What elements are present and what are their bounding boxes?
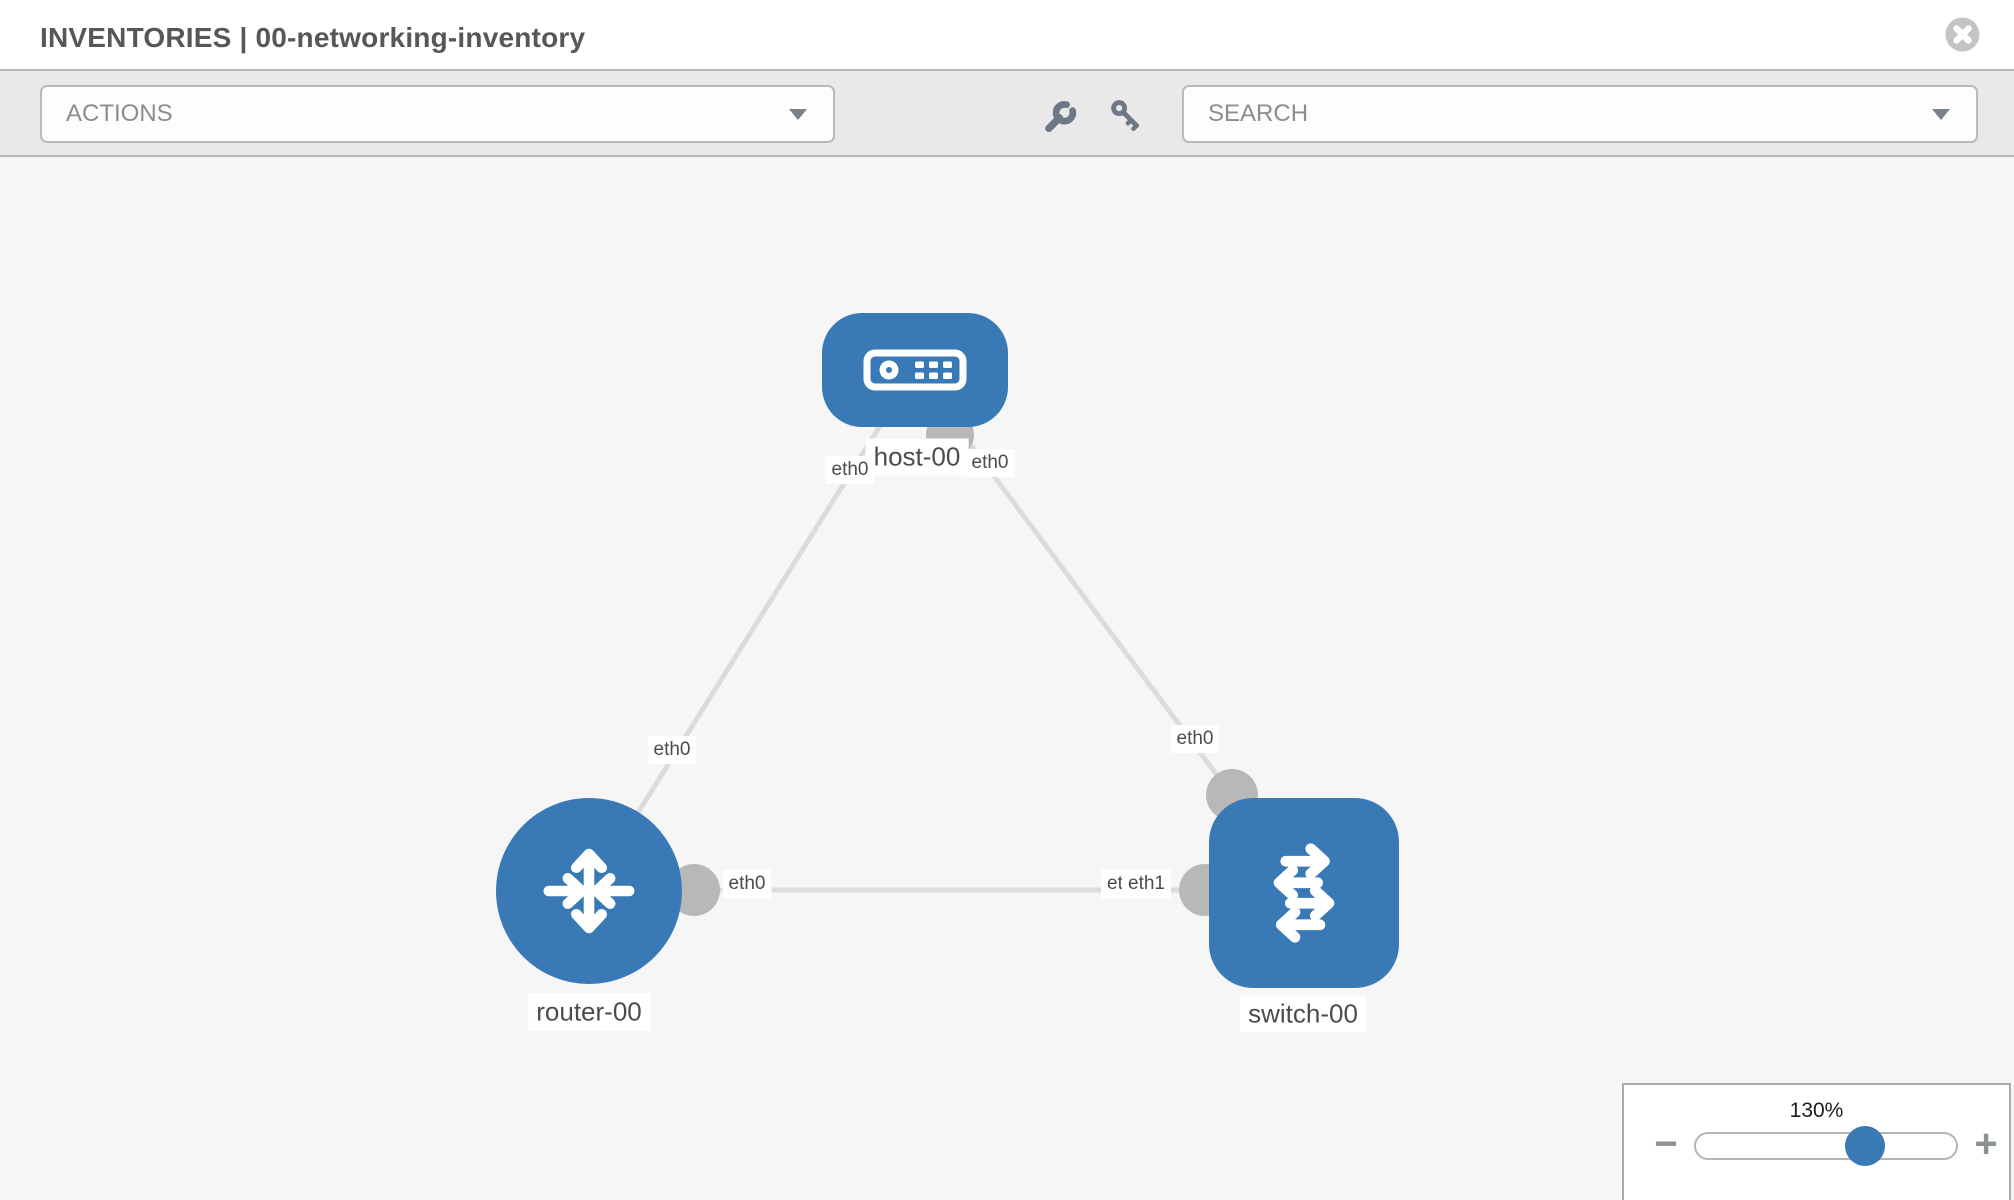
zoom-percentage: 130%: [1789, 1099, 1844, 1122]
if-label-switch-mid-front: eth1: [1122, 870, 1171, 898]
node-label-router: router-00: [528, 993, 650, 1031]
close-icon: [1945, 17, 1980, 52]
node-switch[interactable]: [1209, 798, 1399, 988]
search-placeholder: SEARCH: [1208, 100, 1309, 127]
chevron-down-icon: [1932, 109, 1950, 120]
server-icon: [863, 349, 967, 391]
zoom-in-button[interactable]: +: [1966, 1121, 2006, 1167]
wrench-icon: [1045, 101, 1077, 133]
page-title: INVENTORIES | 00-networking-inventory: [40, 22, 586, 53]
node-host[interactable]: [822, 313, 1008, 427]
if-label-router-top: eth0: [647, 736, 697, 764]
zoom-out-button[interactable]: −: [1646, 1121, 1686, 1167]
chevron-down-icon: [789, 109, 807, 120]
zoom-slider-thumb[interactable]: [1845, 1126, 1885, 1166]
credentials-button[interactable]: [1106, 96, 1146, 136]
actions-dropdown[interactable]: ACTIONS: [40, 85, 835, 143]
zoom-control-panel: 130% − +: [1622, 1083, 2011, 1200]
if-label-host-left: eth0: [825, 456, 875, 484]
configure-tools-button[interactable]: [1040, 96, 1080, 136]
switch-arrows-icon: [1273, 843, 1335, 943]
if-label-host-right: eth0: [965, 449, 1015, 477]
node-router[interactable]: [496, 798, 682, 984]
search-dropdown[interactable]: SEARCH: [1182, 85, 1978, 143]
key-icon: [1111, 99, 1140, 131]
zoom-slider-track[interactable]: [1694, 1126, 1958, 1166]
node-label-switch: switch-00: [1240, 995, 1366, 1033]
if-label-switch-top: eth0: [1170, 725, 1220, 753]
actions-dropdown-label: ACTIONS: [66, 100, 173, 127]
route-arrows-icon: [543, 848, 635, 934]
node-label-host: host-00: [865, 438, 969, 476]
if-label-router-mid: eth0: [722, 870, 772, 898]
header: INVENTORIES | 00-networking-inventory: [0, 0, 2014, 69]
topology-links-layer: [586, 368, 1307, 916]
topology-canvas[interactable]: host-00 router-00 switch-00 eth0 eth0 et…: [0, 157, 2014, 1200]
close-button[interactable]: [1944, 16, 1981, 53]
toolbar: ACTIONS SEARCH: [0, 69, 2014, 157]
